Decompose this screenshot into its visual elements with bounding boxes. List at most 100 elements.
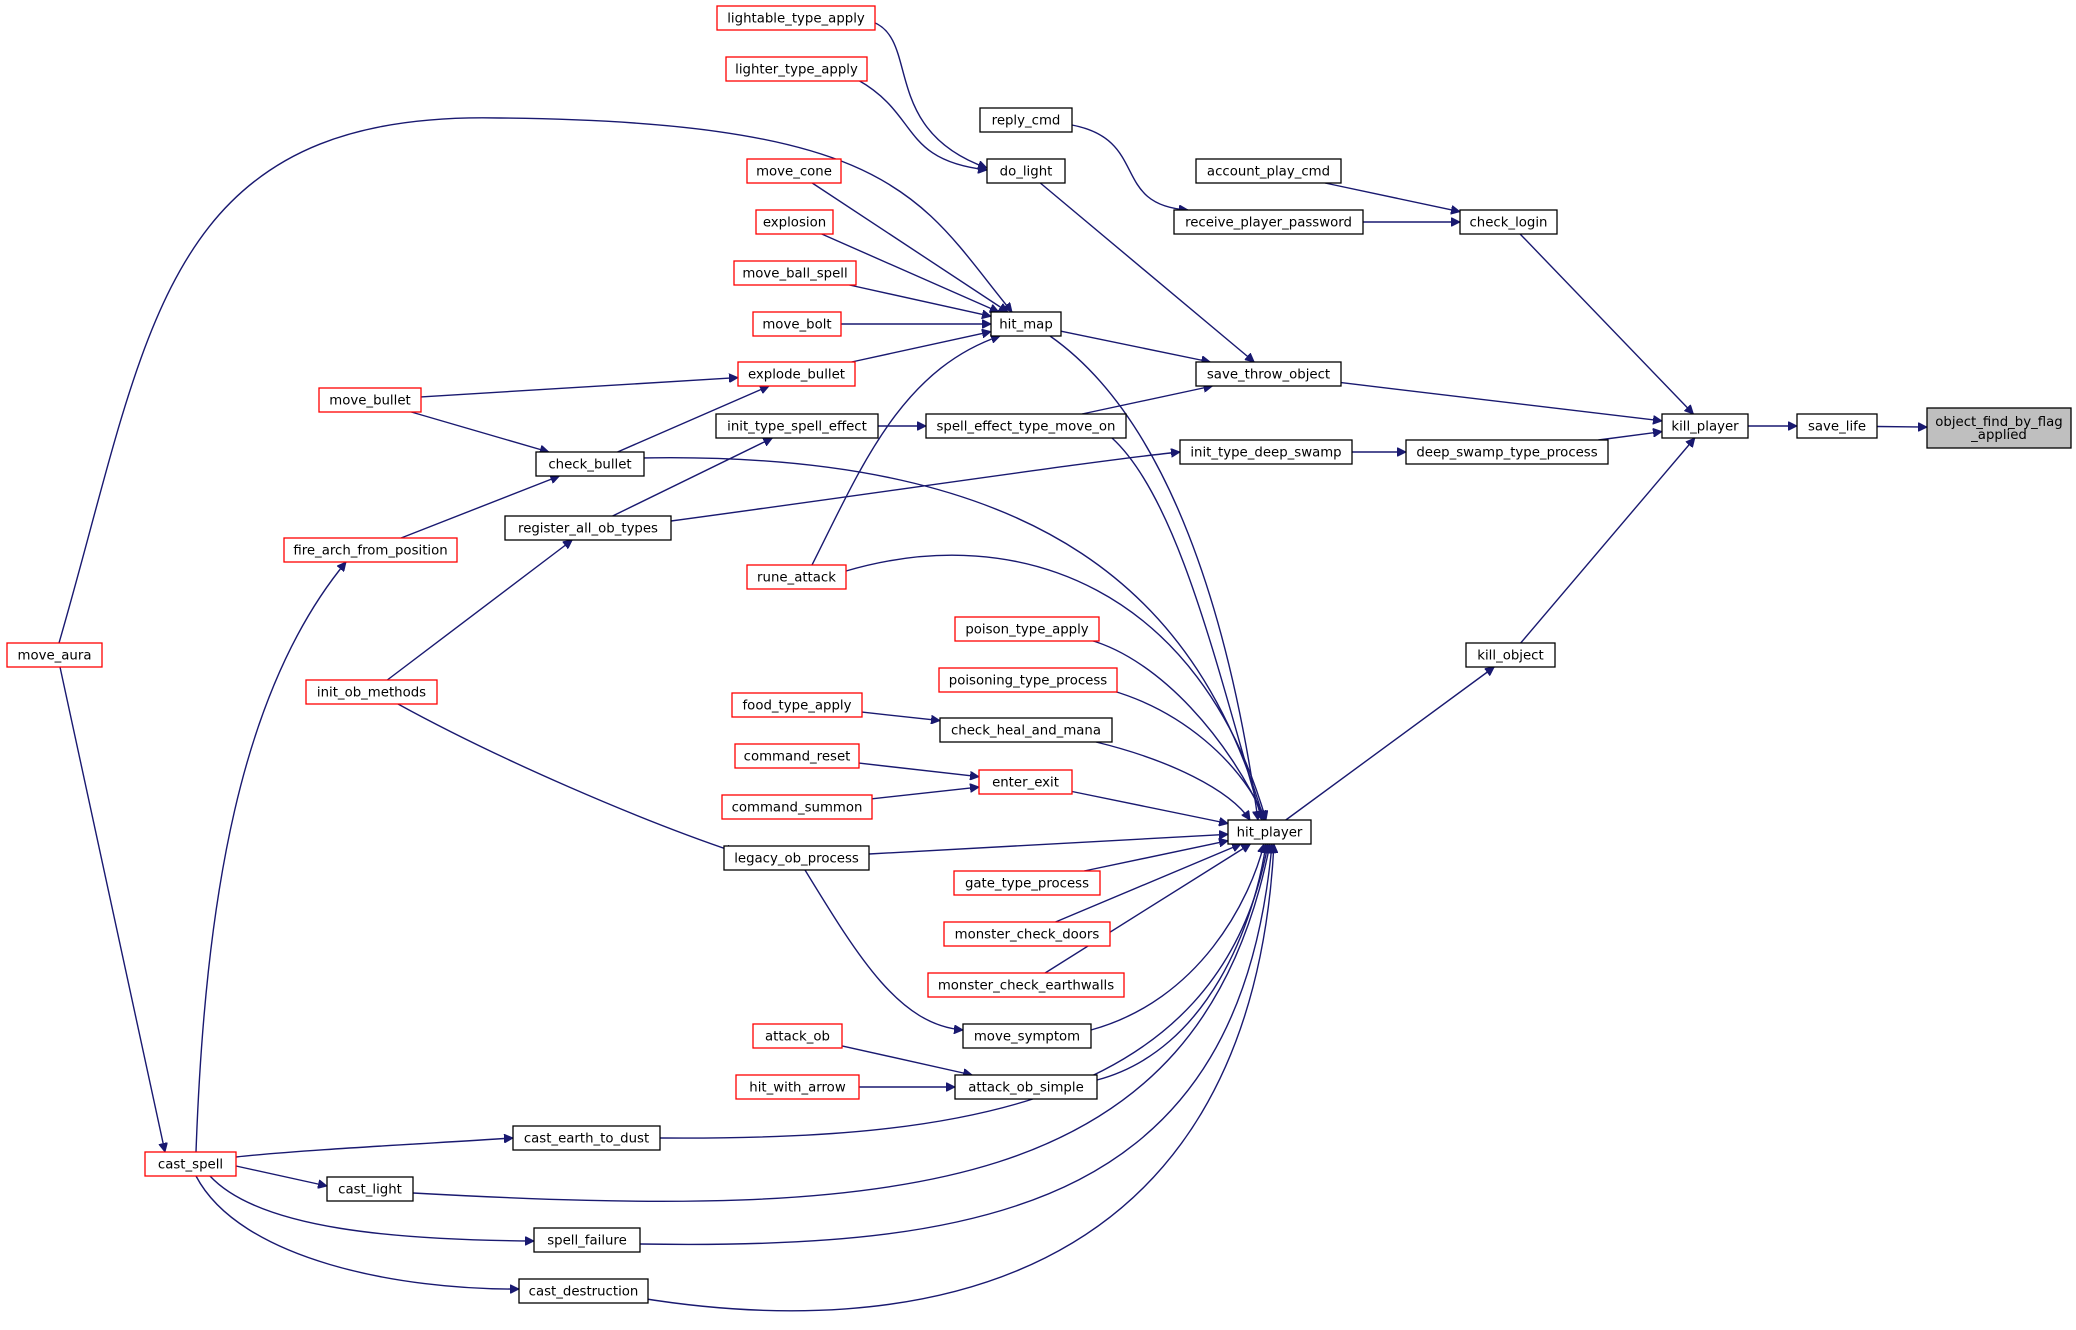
edge-attack_ob-to-attack_ob_simple: [841, 1045, 972, 1075]
edge-cast_spell-to-cast_earth_to_dust: [235, 1138, 513, 1158]
node-food-type-apply[interactable]: food_type_apply: [731, 692, 863, 718]
node-hit-player[interactable]: hit_player: [1227, 819, 1312, 845]
node-move-ball-spell[interactable]: move_ball_spell: [733, 260, 857, 286]
node-cast-earth-to-dust[interactable]: cast_earth_to_dust: [512, 1125, 661, 1151]
node-label: move_cone: [756, 165, 832, 180]
node-box: [1796, 413, 1878, 439]
node-label: save_throw_object: [1207, 368, 1330, 383]
node-move-aura[interactable]: move_aura: [6, 642, 103, 668]
node-label: hit_player: [1237, 826, 1303, 841]
node-attack-ob[interactable]: attack_ob: [752, 1023, 843, 1049]
node-label: command_reset: [744, 750, 851, 765]
node-check-bullet[interactable]: check_bullet: [535, 451, 645, 477]
node-register-all-ob-types[interactable]: register_all_ob_types: [504, 515, 672, 541]
node-box: [512, 1125, 661, 1151]
node-move-bullet[interactable]: move_bullet: [318, 387, 422, 413]
node-receive-player-password[interactable]: receive_player_password: [1173, 209, 1364, 235]
node-cast-light[interactable]: cast_light: [326, 1176, 414, 1202]
edge-check_login-to-kill_player: [1519, 233, 1693, 414]
node-lighter-type-apply[interactable]: lighter_type_apply: [725, 56, 868, 82]
node-save-throw-object[interactable]: save_throw_object: [1195, 361, 1342, 387]
node-label: register_all_ob_types: [518, 522, 658, 537]
node-monster-check-earthwalls[interactable]: monster_check_earthwalls: [927, 972, 1125, 998]
edge-move_bullet-to-explode_bullet: [420, 378, 738, 398]
node-label: hit_with_arrow: [749, 1081, 846, 1096]
node-move-bolt[interactable]: move_bolt: [752, 311, 842, 337]
node-box: [979, 107, 1073, 133]
node-poison-type-apply[interactable]: poison_type_apply: [954, 616, 1100, 642]
node-poisoning-type-process[interactable]: poisoning_type_process: [938, 667, 1118, 693]
node-label: command_summon: [732, 801, 863, 816]
node-deep-swamp-type-process[interactable]: deep_swamp_type_process: [1405, 439, 1609, 465]
node-rune-attack[interactable]: rune_attack: [746, 564, 847, 590]
node-box: [715, 413, 879, 439]
node-explode-bullet[interactable]: explode_bullet: [737, 361, 856, 387]
node-move-cone[interactable]: move_cone: [746, 158, 842, 184]
node-check-heal-and-mana[interactable]: check_heal_and_mana: [939, 717, 1113, 743]
node-box: [978, 769, 1073, 795]
node-enter-exit[interactable]: enter_exit: [978, 769, 1073, 795]
node-init-type-spell-effect[interactable]: init_type_spell_effect: [715, 413, 879, 439]
edge-check_heal_and_mana-to-hit_player: [1095, 741, 1251, 820]
node-monster-check-doors[interactable]: monster_check_doors: [943, 921, 1111, 947]
node-box: [954, 1074, 1098, 1100]
edge-deep_swamp_type_process-to-kill_player: [1598, 432, 1662, 441]
node-box: [6, 642, 103, 668]
node-label: kill_player: [1671, 420, 1739, 435]
node-box: [518, 1278, 649, 1304]
node-box: [939, 717, 1113, 743]
edge-move_cone-to-hit_map: [811, 182, 1008, 313]
edge-gate_type_process-to-hit_player: [1083, 841, 1228, 872]
node-kill-player[interactable]: kill_player: [1661, 413, 1749, 439]
node-box: [733, 260, 857, 286]
node-attack-ob-simple[interactable]: attack_ob_simple: [954, 1074, 1098, 1100]
node-do-light[interactable]: do_light: [986, 158, 1066, 184]
edge-save_throw_object-to-kill_player: [1340, 381, 1662, 421]
node-box: [1195, 361, 1342, 387]
node-label: do_light: [1000, 165, 1053, 180]
node-init-type-deep-swamp[interactable]: init_type_deep_swamp: [1179, 439, 1353, 465]
node-hit-with-arrow[interactable]: hit_with_arrow: [735, 1074, 860, 1100]
node-init-ob-methods[interactable]: init_ob_methods: [305, 679, 438, 705]
node-account-play-cmd[interactable]: account_play_cmd: [1195, 158, 1342, 184]
node-box: [927, 972, 1125, 998]
node-save-life[interactable]: save_life: [1796, 413, 1878, 439]
node-reply-cmd[interactable]: reply_cmd: [979, 107, 1073, 133]
node-box: [737, 361, 856, 387]
node-label: explosion: [763, 216, 826, 231]
edge-cast_spell-to-spell_failure: [209, 1175, 534, 1241]
node-spell-failure[interactable]: spell_failure: [533, 1227, 641, 1253]
node-box: [1195, 158, 1342, 184]
edge-poison_type_apply-to-hit_player: [1089, 639, 1265, 820]
node-command-reset[interactable]: command_reset: [734, 743, 860, 769]
edge-lighter_type_apply-to-do_light: [857, 79, 987, 170]
node-command-summon[interactable]: command_summon: [721, 794, 873, 820]
node-lightable-type-apply[interactable]: lightable_type_apply: [716, 5, 876, 31]
edge-rune_attack-to-hit_map: [811, 336, 1000, 566]
node-move-symptom[interactable]: move_symptom: [962, 1023, 1092, 1049]
node-box: [535, 451, 645, 477]
node-hit-map[interactable]: hit_map: [990, 311, 1062, 337]
node-object-find-by-flag-applied[interactable]: object_find_by_flag_applied: [1926, 407, 2072, 449]
node-box: [746, 564, 847, 590]
node-box: [1926, 407, 2072, 449]
node-box: [735, 1074, 860, 1100]
node-label: _applied: [1970, 428, 2027, 443]
node-box: [1179, 439, 1353, 465]
node-label: lighter_type_apply: [735, 63, 858, 78]
node-box: [962, 1023, 1092, 1049]
node-box: [1661, 413, 1749, 439]
node-cast-spell[interactable]: cast_spell: [144, 1151, 237, 1177]
node-gate-type-process[interactable]: gate_type_process: [953, 870, 1101, 896]
node-check-login[interactable]: check_login: [1459, 209, 1558, 235]
node-legacy-ob-process[interactable]: legacy_ob_process: [723, 845, 870, 871]
node-kill-object[interactable]: kill_object: [1465, 642, 1556, 668]
node-cast-destruction[interactable]: cast_destruction: [518, 1278, 649, 1304]
node-explosion[interactable]: explosion: [755, 209, 834, 235]
node-spell-effect-type-move-on[interactable]: spell_effect_type_move_on: [925, 413, 1127, 439]
node-fire-arch-from-position[interactable]: fire_arch_from_position: [283, 537, 458, 563]
edge-account_play_cmd-to-check_login: [1324, 182, 1460, 212]
node-label: cast_light: [338, 1183, 402, 1198]
node-box: [725, 56, 868, 82]
